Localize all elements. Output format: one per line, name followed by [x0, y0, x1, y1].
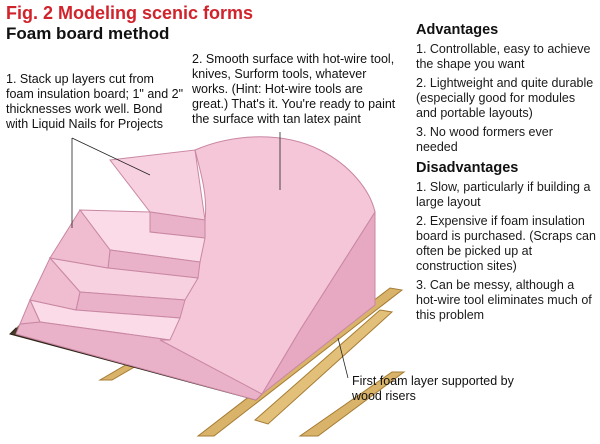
leader-line — [337, 337, 349, 379]
advantages-list: 1. Controllable, easy to achieve the sha… — [416, 42, 598, 155]
disadvantages-item: 1. Slow, particularly if building a larg… — [416, 180, 591, 209]
foam-top-layer — [109, 149, 206, 221]
foam-base-front — [15, 321, 263, 401]
leader-lines — [71, 132, 349, 379]
callout-first-foam-layer: First foam layer supported by wood riser… — [352, 374, 514, 403]
callout-smooth-surface: 2. Smooth surface with hot-wire tool, kn… — [192, 52, 396, 126]
advantages-heading: Advantages — [416, 22, 499, 38]
figure-subtitle: Foam board method — [6, 24, 170, 43]
figure-title: Fig. 2 Modeling scenic forms — [6, 3, 254, 23]
leader-line — [71, 137, 151, 176]
disadvantages-heading: Disadvantages — [416, 160, 519, 176]
advantages-panel: Advantages 1. Controllable, easy to achi… — [416, 22, 598, 155]
disadvantages-panel: Disadvantages 1. Slow, particularly if b… — [416, 160, 598, 323]
wood-riser — [253, 309, 394, 425]
callout-stack-layers: 1. Stack up layers cut from foam insulat… — [6, 72, 184, 131]
advantages-item: 1. Controllable, easy to achieve the sha… — [416, 42, 591, 71]
advantages-item: 3. No wood formers ever needed — [416, 125, 553, 154]
foam-mass — [15, 136, 376, 401]
advantages-item: 2. Lightweight and quite durable (especi… — [416, 76, 594, 120]
wood-riser — [298, 371, 406, 437]
disadvantages-list: 1. Slow, particularly if building a larg… — [416, 180, 598, 323]
disadvantages-item: 2. Expensive if foam insulation board is… — [416, 214, 596, 273]
disadvantages-item: 3. Can be messy, although a hot-wire too… — [416, 278, 592, 322]
